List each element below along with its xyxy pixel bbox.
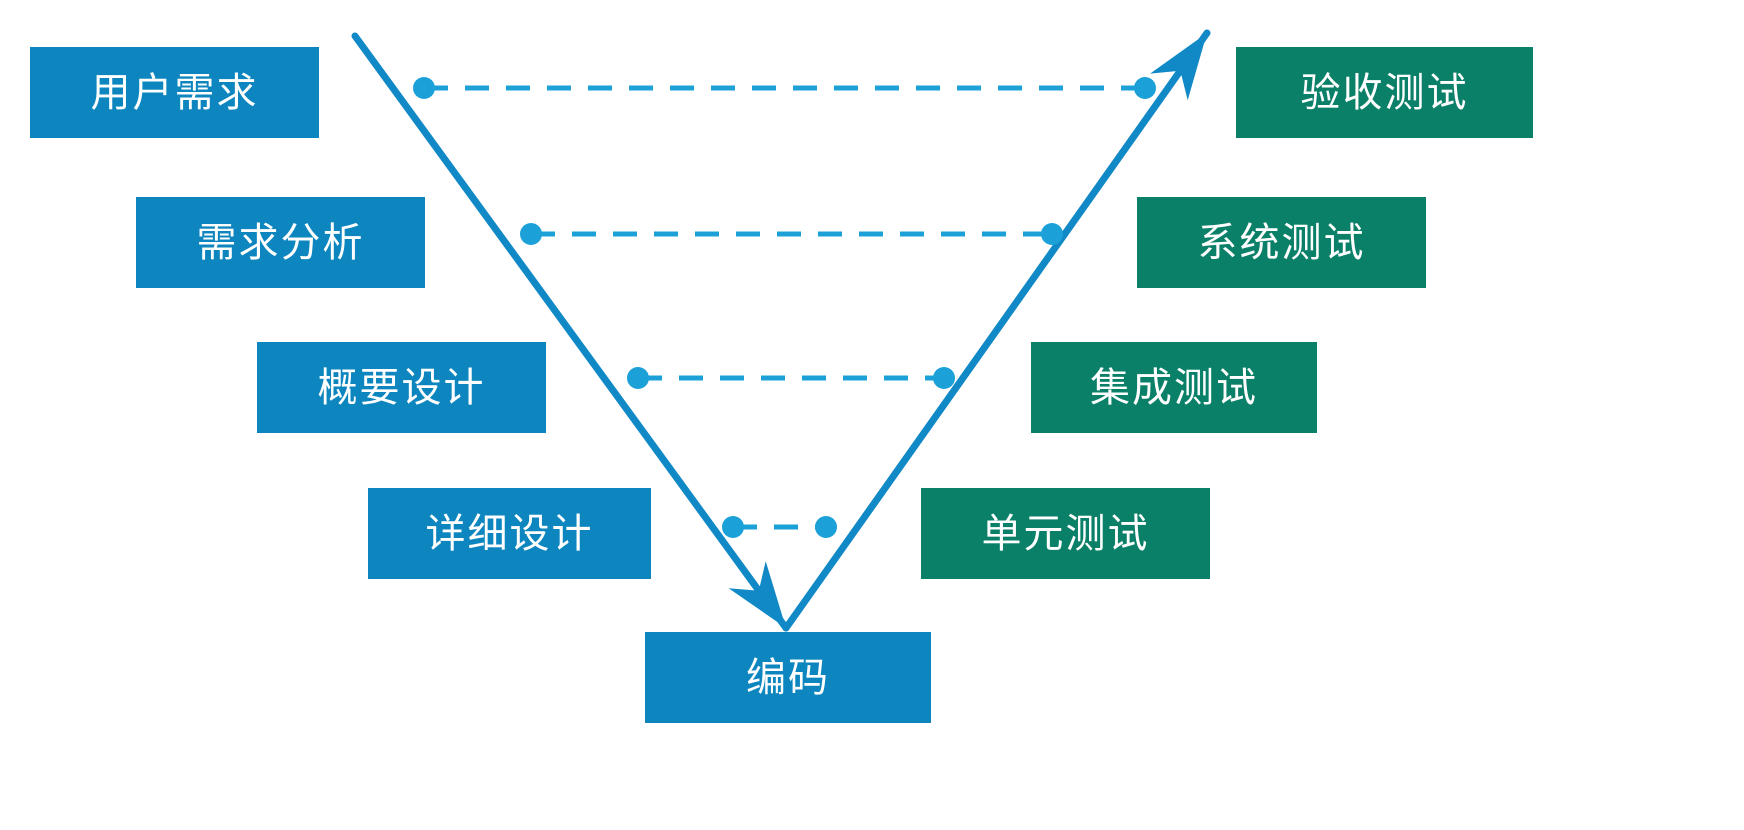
- phase-box-user-requirements[interactable]: 用户需求: [30, 47, 319, 138]
- node-label: 系统测试: [1197, 220, 1366, 265]
- connector-dot-start: [722, 516, 744, 538]
- node-label: 验收测试: [1300, 70, 1469, 115]
- phase-box-coding[interactable]: 编码: [645, 632, 931, 723]
- phase-box-requirements-analysis[interactable]: 需求分析: [136, 197, 425, 288]
- connector-dot-end: [933, 367, 955, 389]
- connector-dot-start: [413, 77, 435, 99]
- phase-box-integration-testing[interactable]: 集成测试: [1031, 342, 1317, 433]
- connector-dot-start: [627, 367, 649, 389]
- phase-box-unit-testing[interactable]: 单元测试: [921, 488, 1210, 579]
- node-label: 需求分析: [196, 220, 365, 265]
- connector-system: [520, 223, 1063, 245]
- descending-arrowhead-icon: [728, 561, 786, 628]
- node-label: 集成测试: [1090, 365, 1258, 410]
- descending-arrow-line: [351, 32, 790, 632]
- phase-box-acceptance-testing[interactable]: 验收测试: [1236, 47, 1533, 138]
- descending-arrow-group: [351, 32, 790, 632]
- dashed-connector-layer: [413, 77, 1156, 538]
- connector-integration: [627, 367, 955, 389]
- node-label: 用户需求: [90, 70, 259, 115]
- ascending-arrowhead-icon: [1150, 33, 1207, 101]
- phase-box-system-testing[interactable]: 系统测试: [1137, 197, 1426, 288]
- connector-dot-end: [815, 516, 837, 538]
- connector-unit: [722, 516, 837, 538]
- node-label: 详细设计: [425, 511, 594, 556]
- phase-box-high-level-design[interactable]: 概要设计: [257, 342, 546, 433]
- phase-box-detailed-design[interactable]: 详细设计: [368, 488, 651, 579]
- connector-dot-start: [520, 223, 542, 245]
- node-label: 单元测试: [981, 511, 1150, 556]
- connector-acceptance: [413, 77, 1156, 99]
- node-label: 概要设计: [317, 365, 486, 410]
- node-label: 编码: [746, 655, 830, 700]
- connector-dot-end: [1134, 77, 1156, 99]
- ascending-arrow-line: [782, 29, 1211, 632]
- ascending-arrow-group: [782, 29, 1211, 632]
- connector-dot-end: [1041, 223, 1063, 245]
